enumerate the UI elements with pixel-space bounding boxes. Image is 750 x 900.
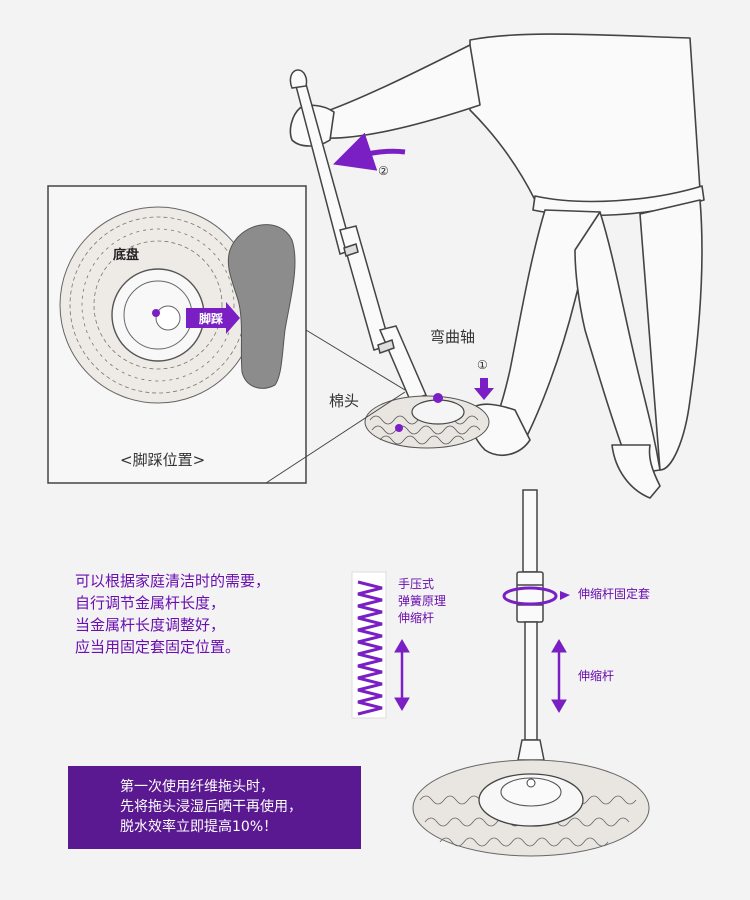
adjust-instructions: 可以根据家庭清洁时的需要， 自行调节金属杆长度， 当金属杆长度调整好， 应当用固…	[75, 570, 365, 658]
instruction-line: 自行调节金属杆长度，	[75, 592, 365, 614]
notice-line: 第一次使用纤维拖头时，	[120, 777, 361, 797]
step-one-marker: ①	[477, 358, 488, 372]
first-use-notice: 第一次使用纤维拖头时， 先将拖头浸湿后晒干再使用， 脱水效率立即提高10%！	[68, 766, 361, 849]
rotate-arrow	[352, 151, 405, 158]
notice-line: 先将拖头浸湿后晒干再使用，	[120, 797, 361, 817]
instruction-line: 可以根据家庭清洁时的需要，	[75, 570, 365, 592]
instruction-line: 应当用固定套固定位置。	[75, 636, 365, 658]
spring-label: 手压式 弹簧原理 伸缩杆	[398, 576, 446, 627]
top-mop-head	[365, 393, 489, 448]
chassis-label: 底盘	[113, 244, 139, 263]
bottom-mop	[517, 490, 544, 760]
press-down-arrow	[474, 378, 494, 400]
sleeve-label: 伸缩杆固定套	[578, 586, 650, 603]
pole-double-arrow	[552, 640, 566, 712]
cotton-head-label: 棉头	[329, 390, 359, 411]
pedal-label: 脚踩	[191, 308, 231, 330]
spring-label-line: 手压式	[398, 576, 446, 593]
telescopic-pole-label: 伸缩杆	[578, 668, 614, 685]
inset-caption: <脚踩位置>	[120, 449, 205, 470]
spring-label-line: 伸缩杆	[398, 610, 446, 627]
bottom-mop-head	[413, 760, 649, 856]
bent-shaft-label: 弯曲轴	[430, 326, 475, 347]
instruction-line: 当金属杆长度调整好，	[75, 614, 365, 636]
notice-line: 脱水效率立即提高10%！	[120, 817, 361, 837]
spring-label-line: 弹簧原理	[398, 593, 446, 610]
step-two-marker: ②	[378, 164, 389, 178]
